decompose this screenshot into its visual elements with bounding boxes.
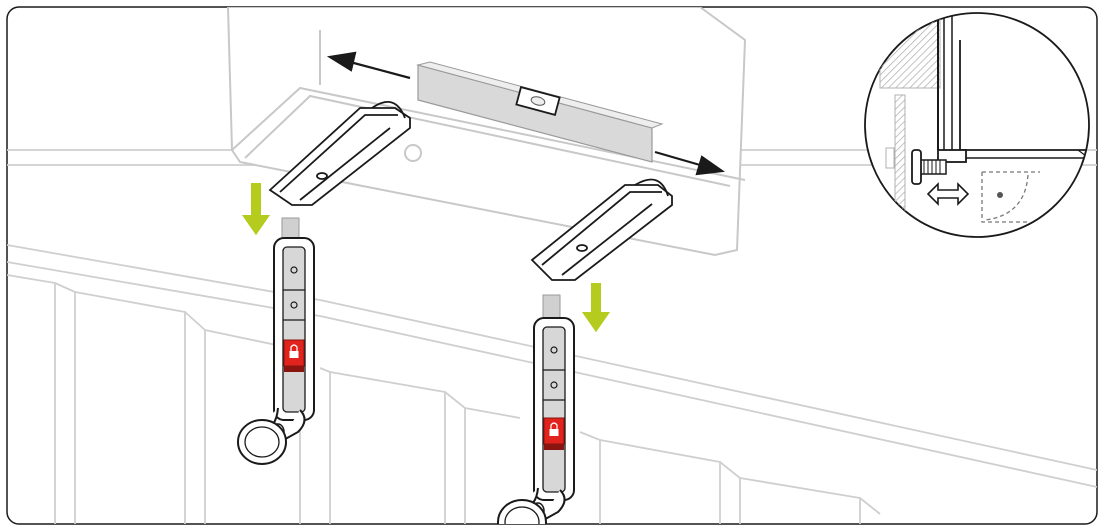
double-arrow-icon [926,182,970,206]
bracket-left [268,101,411,206]
bracket-right [530,178,673,281]
down-arrow-icon [578,281,614,336]
right-angle-icon [981,171,1040,223]
spirit-level [416,61,664,163]
down-arrow-icon [238,181,274,239]
adjustable-foot-left [237,217,315,465]
double-arrow-icon [326,51,725,176]
adjustable-foot-right [497,294,575,524]
lock-icon [549,422,559,436]
detail-inset [864,12,1090,238]
lock-icon [289,344,299,358]
